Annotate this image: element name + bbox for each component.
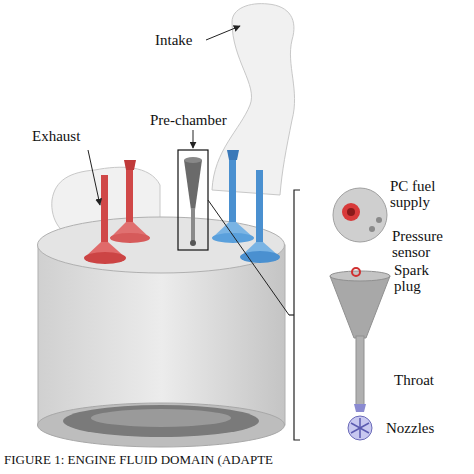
- part-label: PC fuel supply: [390, 178, 452, 210]
- part-label: Intake: [155, 32, 215, 48]
- part-label: Pressure sensor: [392, 228, 464, 260]
- part-label: Spark plug: [394, 262, 454, 294]
- part-label: Pre-chamber: [150, 112, 250, 128]
- part-label: Exhaust: [32, 128, 102, 144]
- figure-caption: FIGURE 1: ENGINE FLUID DOMAIN (ADAPTE: [4, 452, 273, 468]
- part-label: Nozzles: [386, 420, 466, 436]
- part-label: Throat: [394, 372, 464, 388]
